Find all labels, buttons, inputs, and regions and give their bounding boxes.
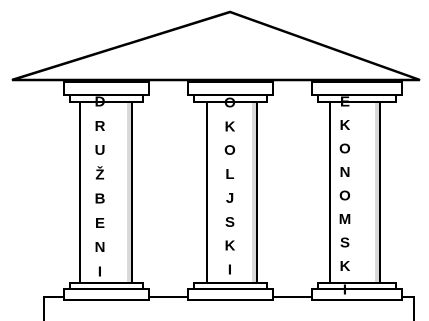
pillar-letter: N: [340, 164, 351, 181]
pillar-letter: K: [340, 258, 351, 275]
temple-roof: [11, 10, 421, 82]
pillar-capital-neck: [69, 94, 144, 103]
pillar-letter: O: [339, 141, 351, 158]
pillar-letter: L: [225, 166, 234, 183]
pillar-letter: O: [339, 188, 351, 205]
pillar-letter: K: [225, 238, 236, 255]
pillar-capital-top: [311, 81, 403, 96]
pillar-shaft: [329, 101, 381, 284]
pillar-letter: U: [95, 142, 106, 159]
pillar-letter: B: [95, 191, 106, 208]
pillar-letter: J: [226, 190, 234, 207]
pillar-letter: S: [340, 235, 350, 252]
pillar-letter: R: [95, 118, 106, 135]
pillar-capital-top: [187, 81, 274, 96]
pillar-letter: E: [340, 94, 350, 111]
pillar-letter: N: [95, 239, 106, 256]
pillar-letter: S: [225, 214, 235, 231]
pillar-shadow: [375, 103, 379, 282]
pillar-letter: D: [95, 94, 106, 111]
pillar-shadow: [127, 103, 131, 282]
pillar-letter: O: [224, 142, 236, 159]
pillar-letter: O: [224, 95, 236, 112]
pillar-letter: M: [339, 211, 352, 228]
pillar-letter: Ž: [95, 165, 104, 183]
pillar-capital-neck: [317, 94, 397, 103]
pillar-capital-top: [63, 81, 150, 96]
pillar-letter: I: [98, 264, 102, 281]
pillar-letter: K: [225, 118, 236, 135]
pillar-foot: [311, 288, 403, 301]
pillar-foot: [187, 288, 274, 301]
pillar-letter: I: [228, 262, 232, 279]
pillar-letter: I: [343, 282, 347, 299]
pillar-shaft: [206, 101, 258, 284]
pillar-shaft: [79, 101, 133, 284]
pillar-foot: [63, 288, 150, 301]
pillar-shadow: [252, 103, 256, 282]
pillar-letter: K: [340, 117, 351, 134]
pillar-letter: E: [95, 215, 105, 232]
